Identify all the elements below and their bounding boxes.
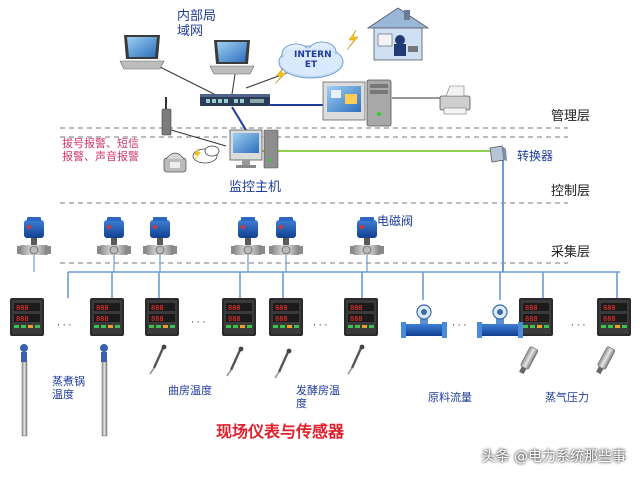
temperature-probe-icon xyxy=(20,344,28,437)
controller-icon xyxy=(222,298,256,336)
switch-icon xyxy=(200,94,270,106)
management-layer-label: 管理层 xyxy=(551,109,591,124)
valve-icon xyxy=(268,216,304,256)
controller-icon xyxy=(597,298,631,336)
collection-layer-label: 采集层 xyxy=(551,245,591,260)
field-instruments-title: 现场仪表与传感器 xyxy=(216,422,345,441)
valve-icon xyxy=(142,216,178,256)
more-indicator: · · · xyxy=(313,321,328,331)
flowmeter-icon xyxy=(401,304,447,338)
lightning-icon xyxy=(274,29,359,85)
internet-label: INTERN ET xyxy=(294,50,332,71)
control-layer-label: 控制层 xyxy=(551,184,591,199)
valve-label: 电磁阀 xyxy=(377,214,414,228)
pressure-sensor-icon xyxy=(596,346,616,375)
more-indicator: · · · xyxy=(571,321,586,331)
valve-icon xyxy=(96,216,132,256)
controller-icon xyxy=(90,298,124,336)
temperature-probe-icon xyxy=(273,347,293,380)
controller-icon xyxy=(10,298,44,336)
valve-icon xyxy=(230,216,266,256)
valve-links xyxy=(33,255,368,272)
internet-cloud-icon xyxy=(278,41,344,79)
field-bus xyxy=(67,271,620,300)
laptop-icon xyxy=(209,40,255,75)
workstation-icon xyxy=(322,79,392,127)
alarm-cloud-icon xyxy=(192,145,220,164)
pc-icon xyxy=(229,129,279,169)
flowmeter-icon xyxy=(477,304,523,338)
converter-label: 转换器 xyxy=(517,149,554,163)
laptop-icon xyxy=(119,35,165,70)
room-temp-label: 曲房温度 xyxy=(168,384,212,397)
modem-link xyxy=(170,129,227,147)
printer-icon xyxy=(439,85,471,115)
lan-label: 内部局 域网 xyxy=(177,9,217,39)
phone-icon xyxy=(163,152,187,173)
controller-icon xyxy=(344,298,378,336)
temperature-probe-icon xyxy=(225,345,245,378)
controller-icon xyxy=(145,298,179,336)
more-indicator: · · · xyxy=(57,321,72,331)
boiler-temp-label: 蒸煮锅 温度 xyxy=(52,375,85,401)
more-indicator: · · · xyxy=(191,318,206,328)
controller-icon xyxy=(519,298,553,336)
converter-icon xyxy=(489,145,507,163)
temperature-probe-icon xyxy=(346,343,366,376)
temperature-probe-icon xyxy=(148,343,168,376)
watermark: 头条 @电力系统那些事 xyxy=(481,449,626,465)
more-indicator: · · · xyxy=(452,321,467,331)
ferment-temp-label: 发酵房温 度 xyxy=(296,384,340,410)
temperature-probe-icon xyxy=(100,344,108,437)
host-label: 监控主机 xyxy=(229,180,282,195)
steam-pressure-label: 蒸气压力 xyxy=(545,391,589,404)
alarm-label: 拔号报警、短信 报警、声音报警 xyxy=(62,137,139,163)
house-icon xyxy=(366,7,430,61)
controller-icon xyxy=(269,298,303,336)
antenna-icon xyxy=(161,97,172,136)
valve-icon xyxy=(16,216,52,256)
pressure-sensor-icon xyxy=(519,346,539,375)
flow-label: 原料流量 xyxy=(428,391,472,404)
